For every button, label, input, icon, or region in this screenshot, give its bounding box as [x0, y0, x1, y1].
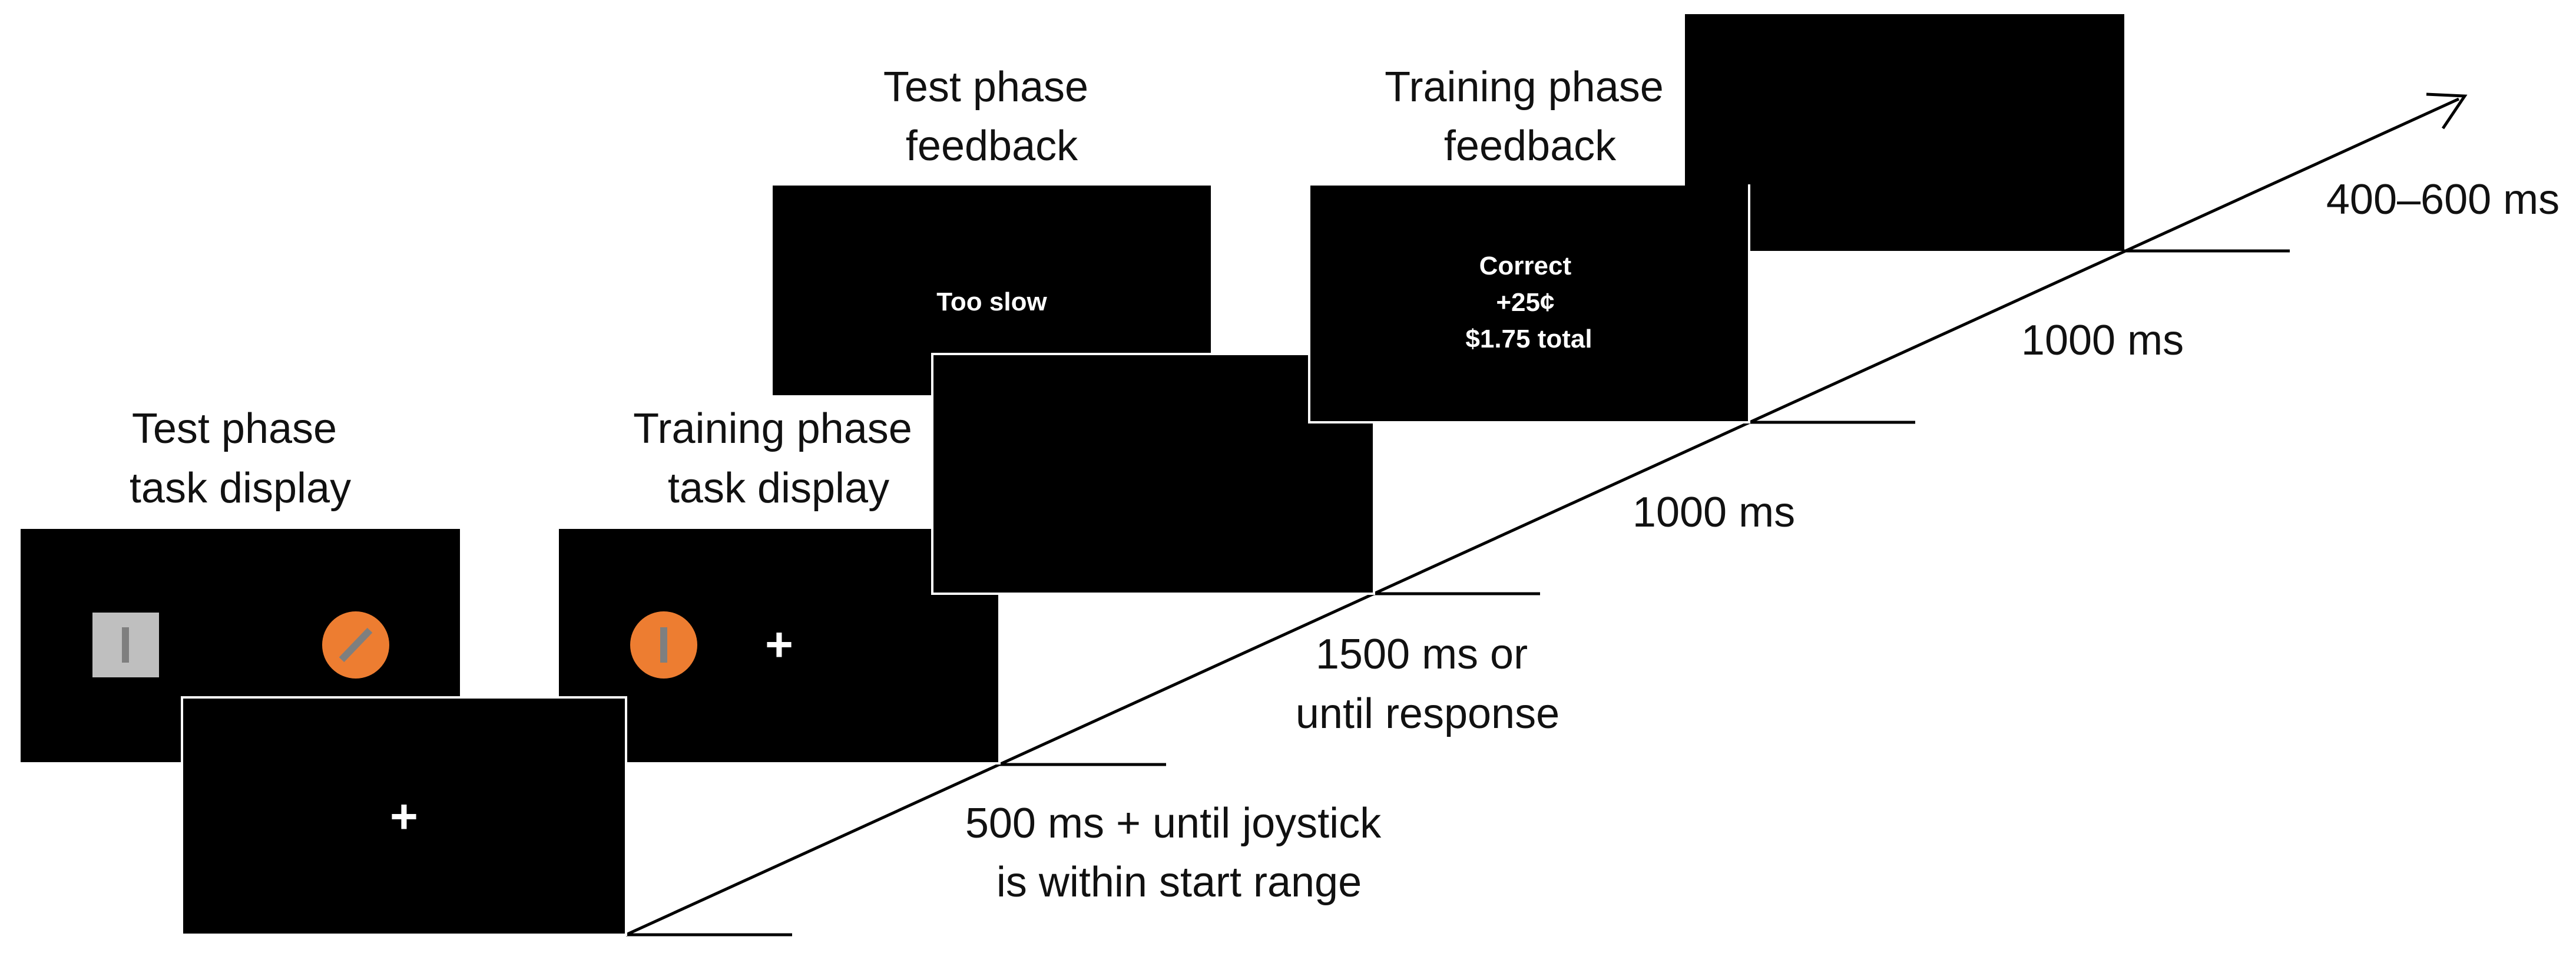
duration-iti: 400–600 ms — [2326, 176, 2560, 223]
duration-ticks — [626, 249, 2290, 937]
duration-blank: 1000 ms — [1633, 489, 1795, 536]
duration-task: 1500 ms or until response — [1296, 631, 1559, 737]
duration-fixation: 500 ms + until joystick is within start … — [965, 800, 1393, 906]
iti-screen-rect — [1685, 14, 2124, 251]
phase-labels: Test phase task display Training phase t… — [130, 64, 1676, 512]
timeline — [625, 92, 2468, 937]
too-slow-text: Too slow — [936, 287, 1047, 316]
iti-screen — [1685, 14, 2124, 251]
label-test-feedback: Test phase feedback — [883, 64, 1100, 170]
duration-labels: 500 ms + until joystick is within start … — [965, 176, 2560, 906]
feedback-text: Correct +25¢ $1.75 total — [1465, 252, 1592, 353]
fixation-cross: + — [390, 790, 418, 843]
label-training-task-display: Training phase task display — [633, 405, 924, 512]
feedback-line-correct: Correct — [1479, 252, 1572, 280]
timeline-arrowhead — [2426, 92, 2468, 130]
feedback-line-total: $1.75 total — [1465, 325, 1592, 353]
training-feedback-screen: Correct +25¢ $1.75 total — [1308, 183, 1750, 423]
blank-screen — [931, 353, 1375, 595]
label-training-feedback: Training phase feedback — [1385, 64, 1676, 170]
timeline-axis — [625, 97, 2460, 937]
label-test-task-display: Test phase task display — [130, 405, 351, 512]
test-feedback-screen: Too slow — [770, 183, 1213, 398]
training-fixation-cross: + — [765, 618, 793, 671]
training-task-display-screen: + — [557, 527, 1001, 765]
feedback-line-reward: +25¢ — [1496, 288, 1554, 317]
tilted-line-icon — [339, 627, 373, 663]
duration-feedback: 1000 ms — [2021, 317, 2184, 364]
fixation-screen: + — [181, 696, 627, 936]
